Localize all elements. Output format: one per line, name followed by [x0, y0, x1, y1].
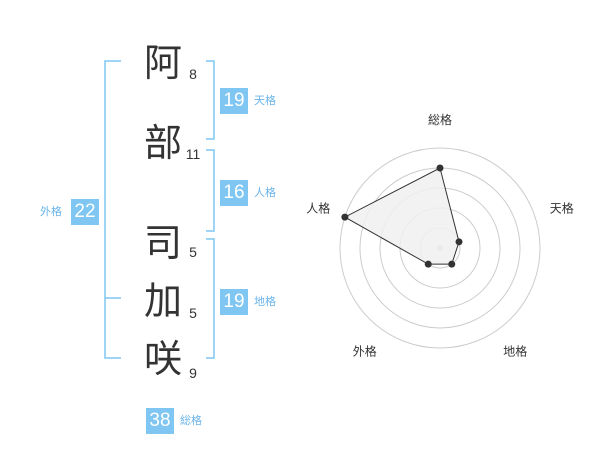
radar-axis-label-4: 外格: [353, 344, 377, 359]
radar-point-4: [424, 260, 432, 268]
stroke-count-4: 5: [189, 305, 197, 321]
radar-axis-label-1: 総格: [428, 112, 452, 127]
tenkaku-badge: 19: [220, 88, 248, 114]
soukaku-badge: 38: [146, 408, 174, 434]
name-char-1: 阿: [143, 41, 182, 85]
stroke-count-1: 8: [189, 66, 197, 82]
soukaku-label: 総格: [180, 414, 202, 427]
radar-point-3: [448, 260, 456, 268]
tenkaku-bracket: [206, 60, 215, 140]
stroke-count-2: 11: [185, 146, 201, 162]
chikaku-badge: 19: [220, 289, 248, 315]
gaikaku-badge: 22: [71, 199, 99, 225]
name-char-5: 咲: [143, 337, 182, 381]
radar-point-2: [455, 238, 463, 246]
name-char-2: 部: [143, 121, 182, 165]
jinkaku-bracket: [206, 149, 215, 232]
jinkaku-label: 人格: [254, 186, 276, 199]
radar-point-1: [436, 164, 444, 172]
radar-axis-label-2: 天格: [550, 200, 574, 215]
gaikaku-bracket: [104, 60, 121, 359]
tenkaku-label: 天格: [254, 94, 276, 107]
chikaku-bracket: [206, 238, 215, 359]
gaikaku-label: 外格: [40, 205, 62, 218]
radar-point-5: [341, 213, 349, 221]
name-char-3: 司: [143, 221, 182, 265]
stroke-count-5: 9: [189, 365, 197, 381]
chikaku-label: 地格: [254, 295, 276, 308]
radar-ring: [339, 147, 541, 349]
radar-axis-label-3: 地格: [503, 344, 527, 359]
radar-polygon: [343, 167, 460, 265]
stroke-count-3: 5: [189, 244, 197, 260]
jinkaku-badge: 16: [220, 180, 248, 206]
name-char-4: 加: [143, 279, 182, 323]
radar-axis-label-5: 人格: [306, 200, 330, 215]
